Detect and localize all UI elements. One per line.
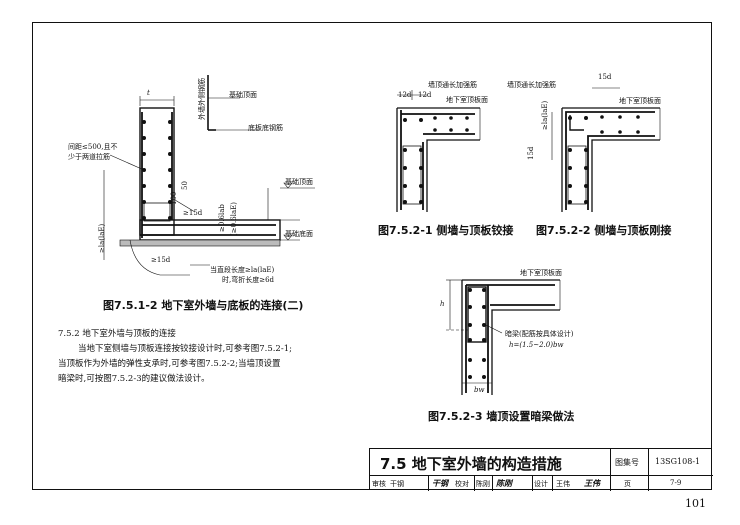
fig1-anchor-15d-a: ≥15d (183, 209, 203, 217)
figure-4-drawing (446, 279, 561, 395)
atlas-no-label: 图集号 (615, 458, 639, 467)
body-line-1: 当地下室侧墙与顶板连接按铰接设计时,可参考图7.5.2-1; (78, 344, 292, 354)
fig3-dim-15d-top: 15d (598, 73, 612, 81)
figure-3-drawing (551, 87, 661, 212)
fig1-outer-rebar-label: 外墙外侧钢筋 (198, 78, 206, 120)
fig4-slab-top-label: 地下室顶板面 (520, 269, 562, 277)
fig1-straight-note-1: 当直段长度≥la(laE) (210, 266, 275, 274)
fig1-foundation-top-label-2: 基础顶面 (285, 178, 313, 186)
fig3-la-label: ≥la(laE) (541, 100, 549, 130)
drawing-frame (32, 22, 712, 490)
fig1-anchor-06-alt: (≥0.6laE) (230, 202, 238, 236)
designer-signature: 王伟 (584, 478, 600, 488)
fig1-slab-bottom-rebar-label: 底板底钢筋 (248, 124, 283, 132)
section-heading: 7.5.2 地下室外墙与顶板的连接 (58, 329, 176, 339)
wall-rebar-dots (142, 120, 172, 220)
fig3-reinforce-label: 墙顶通长加强筋 (507, 81, 556, 89)
fig1-dim-50: 50 (181, 181, 189, 190)
fig1-anchor-06: ≥0.6lab (218, 204, 226, 232)
page-number: 101 (685, 497, 706, 510)
fig1-spacing-note-1: 间距≤500,且不 (68, 143, 118, 151)
title-block-title: 7.5 地下室外墙的构造措施 (380, 455, 562, 473)
fig3-slab-top-label: 地下室顶板面 (619, 97, 661, 105)
designer-name: 王伟 (556, 480, 570, 488)
fig2-dim-12d-a: 12d (398, 91, 412, 99)
foundation-slab (139, 219, 281, 241)
fig1-t-label: t (147, 89, 150, 97)
review-label: 审核 (372, 480, 386, 488)
check-label: 校对 (455, 480, 469, 488)
fig2-slab-top-label: 地下室顶板面 (446, 96, 488, 104)
fig4-bw-label: bw (474, 386, 485, 394)
figure-1-drawing (103, 75, 315, 276)
figure-2-caption: 图7.5.2-1 侧墙与顶板铰接 (378, 224, 514, 237)
reviewer-name: 干钢 (390, 480, 404, 488)
fig2-reinforce-label: 墙顶通长加强筋 (428, 81, 477, 89)
reviewer-signature: 干钢 (432, 478, 448, 488)
fig1-anchor-15d-b: ≥15d (151, 256, 171, 264)
figure-4-caption: 图7.5.2-3 墙顶设置暗梁做法 (428, 410, 575, 423)
fig1-spacing-note-2: 少于两道拉筋 (68, 153, 110, 161)
body-line-3: 暗梁时,可按图7.5.2-3的建议做法设计。 (58, 374, 210, 384)
fig1-la-vertical: ≥la(laE) (98, 223, 106, 253)
fig4-h-label: h (440, 300, 445, 308)
figure-3-caption: 图7.5.2-2 侧墙与顶板刚接 (536, 224, 672, 237)
fig4-dark-beam-label: 暗梁(配筋按具体设计) (505, 330, 574, 338)
checker-name: 陈刚 (476, 480, 490, 488)
fig1-straight-note-2: 时,弯折长度≥6d (222, 276, 275, 284)
figure-2-drawing (396, 90, 481, 212)
atlas-no-value: 13SG108-1 (655, 457, 701, 466)
body-line-2: 当顶板作为外墙的弹性支承时,可参考图7.5.2-2;当墙顶设置 (58, 359, 281, 369)
figure-1-caption: 图7.5.1-2 地下室外墙与底板的连接(二) (103, 299, 304, 312)
fig4-formula: h=(1.5~2.0)bw (509, 341, 564, 349)
checker-signature: 陈刚 (496, 478, 512, 488)
fig3-dim-15d-side: 15d (527, 146, 535, 160)
page-value: 7-9 (670, 479, 682, 487)
fig1-foundation-top-label: 基础顶面 (229, 91, 257, 99)
fig1-foundation-bottom-label: 基础底面 (285, 230, 313, 238)
design-label: 设计 (534, 480, 548, 488)
fig2-dim-12d-b: 12d (418, 91, 432, 99)
title-block: 7.5 地下室外墙的构造措施 图集号 13SG108-1 审核 干钢 干钢 校对… (369, 448, 713, 491)
fig1-dim-100: 100 (170, 191, 178, 205)
page-label: 页 (624, 480, 631, 488)
